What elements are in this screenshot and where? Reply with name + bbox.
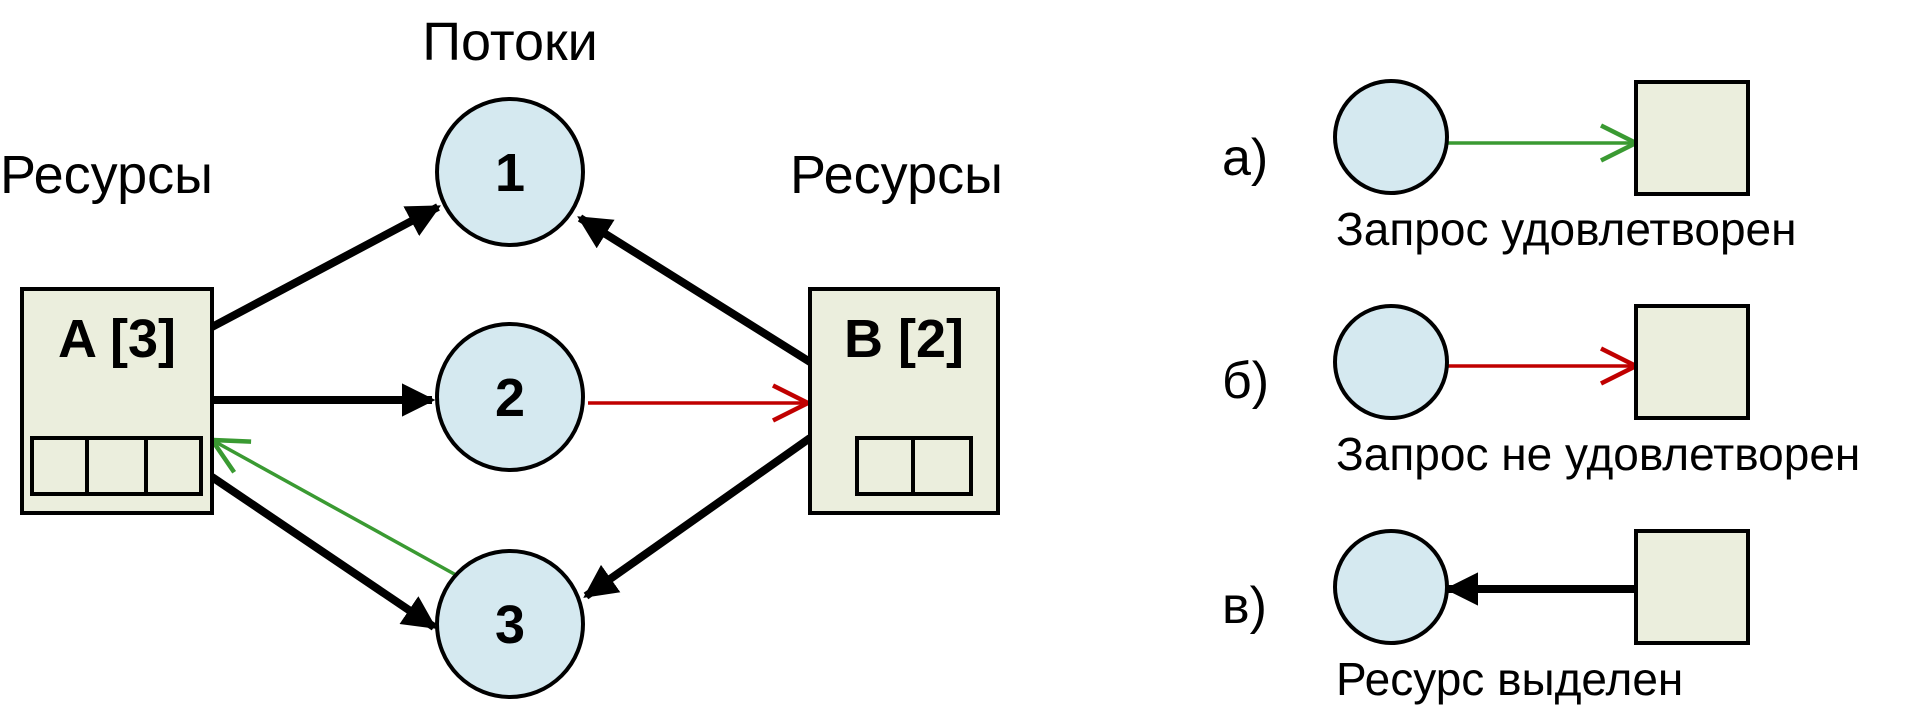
thread-2-label: 2 (495, 368, 525, 428)
legend-a-caption: Запрос удовлетворен (1336, 203, 1797, 255)
thread-3-label: 3 (495, 595, 525, 655)
legend-request-denied: б) Запрос не удовлетворен (1222, 304, 1860, 480)
legend-a-letter: а) (1222, 129, 1268, 187)
threads-title: Потоки (422, 12, 598, 72)
resource-b: B [2] (808, 287, 1000, 515)
arrow-a-allocated-to-3 (209, 473, 437, 631)
legend-request-granted: а) Запрос удовлетворен (1222, 79, 1797, 255)
thread-3: 3 (435, 549, 585, 699)
arrow-3-request-granted-a (212, 440, 457, 577)
resource-a: A [3] (20, 287, 214, 515)
legend-c-caption: Ресурс выделен (1336, 653, 1683, 705)
resource-a-label: A [3] (58, 309, 176, 369)
thread-1: 1 (435, 97, 585, 247)
resource-a-slot-3 (144, 436, 203, 496)
left-resources-label: Ресурсы (0, 145, 213, 205)
legend-b-caption: Запрос не удовлетворен (1336, 428, 1860, 480)
resource-b-label: B [2] (844, 309, 964, 369)
arrow-b-allocated-to-1 (577, 214, 813, 366)
right-resources-label: Ресурсы (790, 145, 1003, 205)
thread-1-label: 1 (495, 143, 525, 203)
resource-b-slot-2 (911, 436, 973, 496)
arrow-b-allocated-to-3 (583, 434, 813, 600)
legend-resource-allocated: в) Ресурс выделен (1222, 529, 1750, 705)
thread-2: 2 (435, 322, 585, 472)
legend-c-letter: в) (1222, 577, 1267, 635)
legend-b-letter: б) (1222, 352, 1269, 410)
arrow-a-allocated-to-1 (210, 203, 441, 331)
